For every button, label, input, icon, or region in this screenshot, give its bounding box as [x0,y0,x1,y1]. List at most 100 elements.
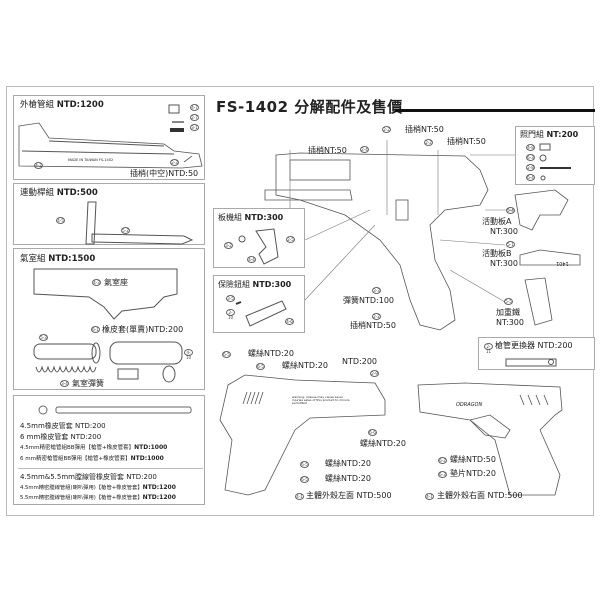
part-tag: 4-6 [285,318,294,325]
plate-b-price: NT:300 [490,259,518,268]
safety-group-price: NTD:300 [252,280,292,289]
page-frame [6,86,594,516]
spring-label: 彈簧NTD:100 [343,296,394,305]
screw-label: 螺絲NTD:20 [248,349,294,358]
part-tag: 2-2 [424,139,433,146]
part-tag: 3-1 [190,124,199,131]
accessory-item: 4.5mm精密槍管組BB彈用【槍管+橡皮管套】NTD:1000 [20,444,168,451]
linkage-group-price: NTD:500 [56,188,98,198]
part-tag: 2-2 [372,313,381,320]
chamber-drawing [33,268,183,383]
part-tag: 5-2 [121,227,130,234]
chamber-seat-label: 氣室座 [104,278,128,287]
part-tag: 4-1 [425,493,434,500]
left-shell-label: 主體外殼左面 NTD:500 [306,491,392,500]
barrel-changer-price: NTD:200 [537,341,573,350]
page-title: FS-1402 分解配件及售價 [216,98,403,116]
pin-label: 插梢NT:50 [308,146,347,155]
linkage-group-box: 連動桿組 NTD:500 4-5 5-2 [13,183,205,245]
accessory-item: 5.5mm精密膛線管組(喇叭彈用)【槍管+橡皮管套】NTD:1200 [20,494,176,501]
accessory-item: 4.5mm精密膛線管組(喇叭彈用)【槍管+橡皮管套】NTD:1200 [20,484,176,491]
part-tag: 2-4 [360,146,369,153]
barrel-changer-box: 2-11 槍管更換器 NTD:200 [478,337,595,370]
part-tag: 3-3 [372,287,381,294]
safety-group-name: 保險鈕組 [218,280,250,289]
part-tag: 2-11 [484,343,493,354]
chamber-group-box: 氣室組 NTD:1500 4-3 氣室座 6-1 橡皮套(單賣)NTD:200 … [13,248,205,390]
part-tag: 4-8 [526,144,535,151]
pin-label: 插梢NT:50 [447,137,486,146]
screw-label: 螺絲NTD:20 [282,361,328,370]
part-tag: 2-5 [286,236,295,243]
part-tag: 4-4 [247,256,256,263]
rod-price: NTD:200 [342,357,377,366]
part-tag: 6-5 [256,363,265,370]
part-tag: 4-10 [184,349,193,360]
screw-label: 螺絲NTD:20 [325,474,371,483]
trigger-group-price: NTD:300 [244,213,284,222]
part-tag: 5-5 [504,298,513,305]
washer-label: 墊片NTD:20 [450,469,496,478]
barrel-group-price: NTD:1200 [56,100,104,110]
warning-text: warning: misuse may cause sever injuries… [292,395,350,405]
barrel-drawing [18,104,203,169]
accessories-box: 4.5mm橡皮管套 NTD:200 6 mm橡皮管套 NTD:200 4.5mm… [13,395,205,505]
sight-group-name: 照門組 [520,130,544,139]
part-tag: 4-3 [92,279,101,286]
part-tag: 4-2 [34,162,43,169]
barrel-group-name: 外槍管組 [20,100,55,110]
rubber-sleeve-drawing [38,405,192,415]
chamber-group-name: 氣室組 [20,254,46,264]
part-tag: 6-2 [438,457,447,464]
part-tag: 3-5 [226,295,235,302]
part-tag: 6-3 [438,471,447,478]
trigger-drawing [238,228,279,265]
right-shell-label: 主體外殼右面 NTD:500 [437,491,523,500]
sight-parts-drawing [539,143,571,181]
sight-group-box: 照門組 NT:200 4-8 6-3 2-8 6-4 [515,126,595,185]
part-tag: 6-5 [300,476,309,483]
part-tag: 6-1 [91,326,100,333]
part-tag: 5-4 [506,207,515,214]
part-tag: 6-5 [300,461,309,468]
accessory-item: 4.5mm橡皮管套 NTD:200 [20,422,106,430]
part-tag: 6-6 [368,429,377,436]
brand-logo: ODRAGON [456,402,483,408]
part-tag: 2-9 [370,370,379,377]
pin-label: 插梢NTD:50 [350,321,396,330]
part-tag: 5-3 [39,334,48,341]
part-tag: 4-7 [190,104,199,111]
linkage-group-name: 連動桿組 [20,188,55,198]
accessory-item: 4.5mm&5.5mm膛線管橡皮管套 NTD:200 [20,473,157,481]
divider [18,468,203,469]
chamber-spring-label: 氣室彈簧 [72,379,104,388]
screw-label: 螺絲NTD:20 [360,439,406,448]
plate-b-label: 活動板B [482,249,512,258]
accessory-item: 6 mm橡皮管套 NTD:200 [20,433,102,441]
part-tag: 2-3 [170,159,179,166]
part-tag: 6-3 [526,154,535,161]
part-tag: 6-5 [222,351,231,358]
barrel-pin-label: 插梢(中空)NTD:50 [130,169,199,178]
weight-price: NT:300 [496,318,524,327]
safety-group-box: 保險鈕組 NTD:300 3-5 2-10 4-6 [213,275,305,333]
barrel-changer-name: 槍管更換器 [495,341,535,350]
barrel-engraving: MADE IN TAIWAN FS-1402 [68,158,114,162]
screw-label: 螺絲NTD:50 [450,455,496,464]
part-tag: 2-2 [382,126,391,133]
part-tag: 3-4 [60,380,69,387]
barrel-group-box: 外槍管組 NTD:1200 MADE IN TAIWAN FS-1402 4-7… [13,95,205,180]
screw-label: 螺絲NTD:20 [325,459,371,468]
part-tag: 5-1 [506,241,515,248]
part-tag: 3-2 [224,242,233,249]
trigger-group-name: 板機組 [218,213,242,222]
pin-label: 插梢NT:50 [405,125,444,134]
chamber-group-price: NTD:1500 [48,254,96,264]
weight-label: 加重鐵 [496,308,520,317]
part-tag: 4-5 [56,217,65,224]
part-tag: 2-7 [190,114,199,121]
part-tag: 6-4 [526,174,535,181]
linkage-drawing [85,201,194,245]
